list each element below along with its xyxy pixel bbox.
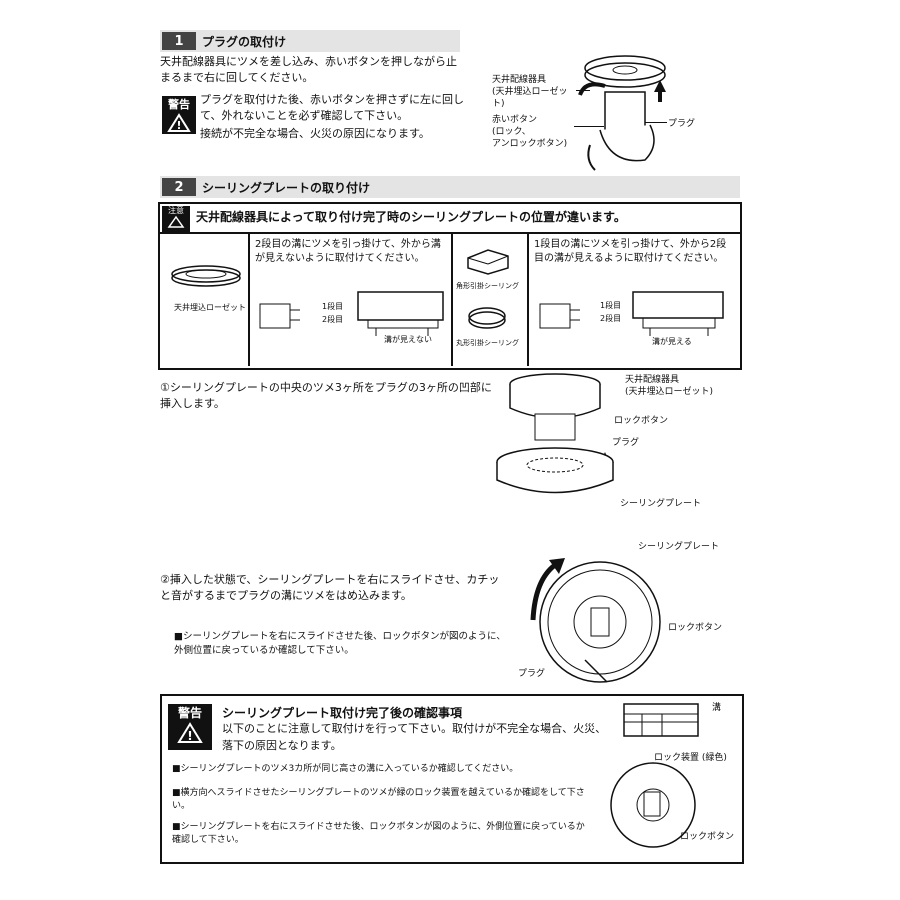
final-warning-box — [160, 694, 744, 864]
round-ceiling-figure — [468, 307, 506, 329]
section1-warning-badge: 警告 ! — [162, 96, 196, 134]
step1-fig-lock: ロックボタン — [614, 416, 669, 426]
cell2-text: 2段目の溝にツメを引っ掛けて、外から溝が見えないように取付けてください。 — [255, 239, 441, 264]
section1-number: 1 — [162, 32, 196, 50]
section2-title: シーリングプレートの取り付け — [202, 180, 371, 195]
cell4-text: 1段目の溝にツメを引っ掛けて、外から2段目の溝が見えるように取付けてください。 — [534, 239, 727, 264]
cell4-tier1: 1段目 — [600, 301, 622, 310]
section2-header: 2 シーリングプレートの取り付け — [160, 176, 740, 198]
step2-figure — [530, 558, 661, 683]
final-groove-figure — [623, 703, 699, 737]
final-lock-figure — [610, 762, 696, 848]
section1-instruction: 天井配線器具にツメを差し込み、赤いボタンを押しながら止まるまで右に回してください… — [160, 55, 457, 84]
caution-badge: 注意 — [162, 206, 190, 232]
final-check-1: ■シーリングプレートのツメ3カ所が同じ高さの溝に入っているか確認してください。 — [172, 764, 519, 774]
fig1-label-rosette: 天井配線器具 (天井埋込ローゼット) — [492, 75, 568, 109]
square-ceiling-figure — [467, 249, 509, 275]
final-check-2: ■横方向へスライドさせたシーリングプレートのツメが緑のロック装置を越えているか確… — [172, 788, 585, 811]
warning-triangle-icon: ! — [167, 113, 191, 132]
cell4-note: 溝が見える — [652, 337, 692, 346]
section1-header: 1 プラグの取付け — [160, 30, 460, 52]
final-fig-groove: 溝 — [712, 703, 722, 713]
caution-text: 天井配線器具によって取り付け完了時のシーリングプレートの位置が違います。 — [196, 210, 626, 224]
section1-warning-text-2: 接続が不完全な場合、火災の原因になります。 — [200, 127, 430, 140]
final-check-3: ■シーリングプレートを右にスライドさせた後、ロックボタンが図のように、外側位置に… — [172, 822, 585, 845]
step2-note: ■シーリングプレートを右にスライドさせた後、ロックボタンが図のように、外側位置に… — [174, 631, 506, 656]
caution-table — [158, 202, 742, 370]
final-fig-lock-button: ロックボタン — [680, 832, 735, 842]
section2-number: 2 — [162, 178, 196, 196]
final-warning-badge: 警告 ! — [168, 704, 212, 750]
final-warning-title: シーリングプレート取付け完了後の確認事項 — [222, 706, 463, 720]
svg-text:!: ! — [176, 119, 181, 132]
fig1-label-button: 赤いボタン (ロック、 アンロックボタン) — [492, 115, 568, 149]
cell2-diagram — [259, 291, 444, 336]
svg-text:!: ! — [187, 729, 192, 743]
section1-title: プラグの取付け — [202, 34, 287, 49]
section1-warning-text-1: プラグを取付けた後、赤いボタンを押さずに左に回して、外れないことを必ず確認して下… — [200, 93, 464, 122]
final-fig-lock-device: ロック装置 (緑色) — [654, 753, 727, 763]
cell4-diagram — [539, 291, 724, 336]
caution-label: 注意 — [168, 206, 184, 215]
cell3-label2: 丸形引掛シーリング — [456, 339, 519, 347]
step2-fig-plate: シーリングプレート — [638, 542, 720, 552]
step1-figure — [496, 373, 614, 494]
cell2-tier1: 1段目 — [322, 302, 344, 311]
plug-install-figure — [578, 55, 666, 171]
cell3-label1: 角形引掛シーリング — [456, 282, 519, 290]
warning-label: 警告 — [168, 98, 190, 111]
warning-triangle-icon: ! — [177, 722, 203, 743]
step2-text: ②挿入した状態で、シーリングプレートを右にスライドさせ、カチッと音がするまでプラ… — [160, 573, 500, 602]
rosette-figure — [171, 265, 241, 287]
step2-fig-lock: ロックボタン — [668, 623, 723, 633]
step1-fig-plug: プラグ — [612, 438, 640, 448]
step1-text: ①シーリングプレートの中央のツメ3ヶ所をプラグの3ヶ所の凹部に挿入します。 — [160, 381, 492, 410]
cell2-note: 溝が見えない — [384, 335, 432, 344]
cell1-label: 天井埋込ローゼット — [174, 303, 246, 312]
step1-fig-rosette: 天井配線器具 (天井埋込ローゼット) — [625, 375, 714, 397]
final-warning-text: 以下のことに注意して取付けを行って下さい。取付けが不完全な場合、火災、落下の原因… — [222, 722, 607, 752]
step1-fig-plate: シーリングプレート — [620, 499, 702, 509]
caution-triangle-icon — [167, 215, 185, 228]
step2-fig-plug: プラグ — [518, 669, 546, 679]
cell4-tier2: 2段目 — [600, 314, 622, 323]
cell2-tier2: 2段目 — [322, 315, 344, 324]
fig1-label-plug: プラグ — [668, 119, 696, 129]
final-warning-label: 警告 — [177, 706, 202, 720]
